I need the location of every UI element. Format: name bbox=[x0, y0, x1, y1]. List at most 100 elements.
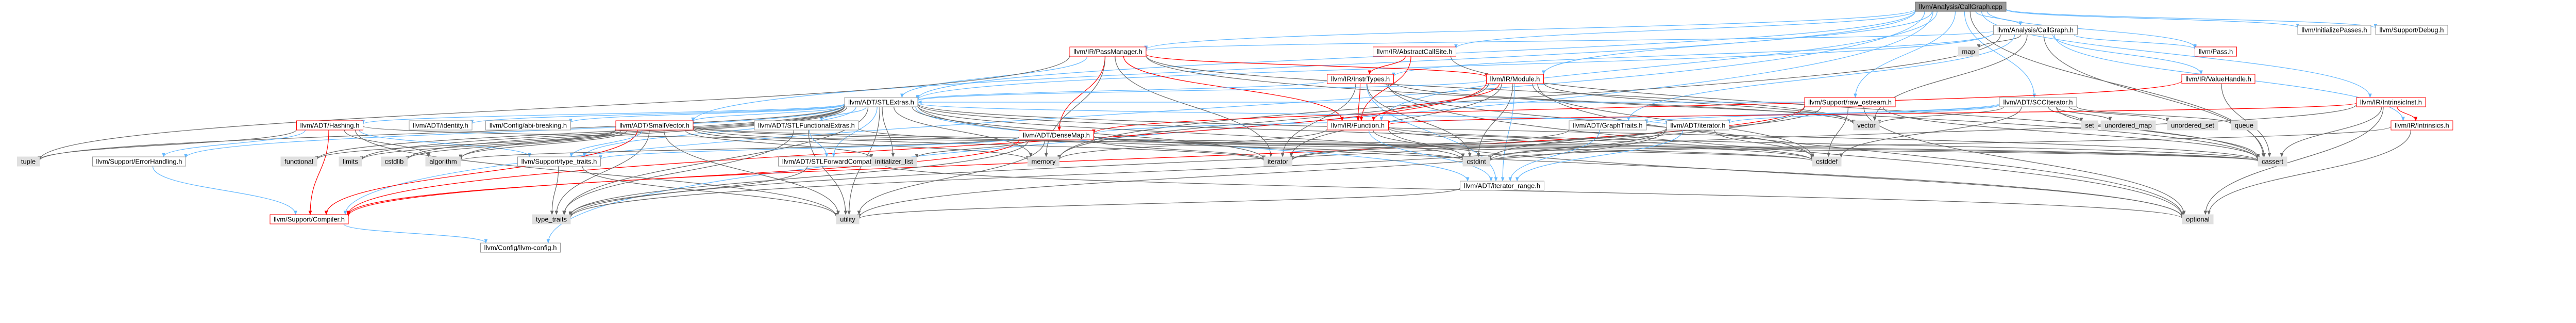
edge-module-to-optional bbox=[1537, 83, 2184, 217]
node-init-passes[interactable]: llvm/InitializePasses.h bbox=[2297, 25, 2371, 35]
node-pass-h[interactable]: llvm/Pass.h bbox=[2195, 46, 2237, 57]
node-label: llvm/ADT/identity.h bbox=[413, 122, 468, 130]
node-algorithm: algorithm bbox=[425, 156, 461, 167]
node-cstdint: cstdint bbox=[1462, 156, 1490, 167]
node-dense-map[interactable]: llvm/ADT/DenseMap.h bbox=[1019, 130, 1094, 140]
node-box bbox=[2181, 74, 2255, 84]
node-box bbox=[280, 156, 317, 167]
node-instr-types[interactable]: llvm/IR/InstrTypes.h bbox=[1327, 74, 1394, 84]
node-adt-iterator[interactable]: llvm/ADT/iterator.h bbox=[1666, 120, 1729, 131]
node-label: llvm/ADT/SmallVector.h bbox=[619, 122, 689, 130]
edge-stl_extras-to-cassert bbox=[917, 103, 2260, 162]
edge-stl_extras-to-cfg_breaking bbox=[569, 104, 845, 123]
edge-small_vector-to-algorithm bbox=[459, 130, 628, 159]
edge-stl_extras-to-limits bbox=[360, 106, 845, 161]
edge-root-to-pass_h bbox=[1986, 11, 2197, 49]
node-box bbox=[836, 214, 860, 224]
edge-hashing-to-compiler bbox=[308, 130, 329, 215]
node-box bbox=[1019, 130, 1094, 140]
node-box bbox=[1486, 74, 1544, 84]
node-label: llvm/IR/Module.h bbox=[1490, 75, 1540, 83]
node-box bbox=[1373, 46, 1456, 57]
edge-dense_map-to-iterator bbox=[1093, 139, 1266, 160]
node-intrinsics[interactable]: llvm/IR/Intrinsics.h bbox=[2390, 120, 2453, 131]
node-label: llvm/InitializePasses.h bbox=[2301, 26, 2367, 34]
edge-type_traits_h-to-utility bbox=[582, 166, 838, 218]
node-box bbox=[2390, 120, 2453, 131]
node-hashing[interactable]: llvm/ADT/Hashing.h bbox=[296, 120, 363, 131]
node-iter-range[interactable]: llvm/ADT/iterator_range.h bbox=[1460, 181, 1544, 191]
edge-adt_iterator-to-iter_range bbox=[1515, 130, 1683, 182]
node-label: llvm/IR/Function.h bbox=[1331, 122, 1385, 130]
node-stl-forward[interactable]: llvm/ADT/STLForwardCompat.h bbox=[778, 156, 881, 167]
node-graph-traits[interactable]: llvm/ADT/GraphTraits.h bbox=[1569, 120, 1647, 131]
node-value-handle[interactable]: llvm/IR/ValueHandle.h bbox=[2181, 74, 2255, 84]
edge-small_vector-to-init_list bbox=[685, 130, 873, 159]
node-raw-ostream[interactable]: llvm/Support/raw_ostream.h bbox=[1804, 97, 1896, 107]
node-type-traits-h[interactable]: llvm/Support/type_traits.h bbox=[517, 156, 601, 167]
node-small-vector[interactable]: llvm/ADT/SmallVector.h bbox=[615, 120, 694, 131]
edge-cg_h-to-pass_h bbox=[2074, 34, 2197, 50]
node-identity[interactable]: llvm/ADT/identity.h bbox=[409, 120, 473, 131]
node-box bbox=[2297, 25, 2371, 35]
edge-stl_extras-to-algorithm bbox=[459, 106, 848, 160]
node-stl-functional[interactable]: llvm/ADT/STLFunctionalExtras.h bbox=[754, 120, 859, 131]
node-box bbox=[1028, 156, 1059, 167]
node-cfg-breaking[interactable]: llvm/Config/abi-breaking.h bbox=[485, 120, 571, 131]
node-llvm-config[interactable]: llvm/Config/llvm-config.h bbox=[480, 243, 561, 253]
node-box bbox=[1666, 120, 1729, 131]
edge-intrinsics-to-optional bbox=[2207, 130, 2412, 215]
node-stl-extras[interactable]: llvm/ADT/STLExtras.h bbox=[844, 97, 918, 107]
node-label: llvm/ADT/iterator_range.h bbox=[1464, 182, 1540, 190]
node-label: algorithm bbox=[429, 158, 457, 166]
node-function[interactable]: llvm/IR/Function.h bbox=[1327, 120, 1389, 131]
edge-cg_h-to-value_handle bbox=[2052, 34, 2203, 75]
node-label: cassert bbox=[2262, 158, 2283, 166]
edge-layer bbox=[38, 8, 2418, 244]
node-label: llvm/IR/IntrinsicInst.h bbox=[2360, 99, 2422, 106]
node-box bbox=[296, 120, 363, 131]
node-cg-h[interactable]: llvm/Analysis/CallGraph.h bbox=[1993, 25, 2078, 35]
edge-pm-to-cassert bbox=[1146, 55, 2260, 161]
edge-instr_types-to-optional bbox=[1388, 83, 2184, 217]
node-box bbox=[2231, 120, 2258, 131]
node-label: map bbox=[1962, 48, 1975, 56]
node-pm[interactable]: llvm/IR/PassManager.h bbox=[1069, 46, 1147, 57]
node-debug[interactable]: llvm/Support/Debug.h bbox=[2375, 25, 2448, 35]
node-label: llvm/Support/raw_ostream.h bbox=[1808, 99, 1892, 106]
node-box bbox=[532, 214, 571, 224]
node-label: unordered_set bbox=[2171, 122, 2214, 130]
edge-small_vector-to-memory bbox=[693, 128, 1030, 161]
node-label: cstddef bbox=[1816, 158, 1838, 166]
edge-stl_extras-to-adt_iterator bbox=[917, 103, 1669, 125]
edge-small_vector-to-compiler bbox=[324, 130, 638, 215]
node-error-handling[interactable]: llvm/Support/ErrorHandling.h bbox=[92, 156, 186, 167]
edge-stl_extras-to-functional bbox=[315, 106, 845, 160]
edge-dense_map-to-compiler bbox=[346, 139, 1020, 216]
node-label: llvm/IR/PassManager.h bbox=[1073, 48, 1142, 56]
edge-type_traits_h-to-type_traits bbox=[550, 166, 559, 215]
node-intrinsic-inst[interactable]: llvm/IR/IntrinsicInst.h bbox=[2356, 97, 2426, 107]
node-abstract-cs[interactable]: llvm/IR/AbstractCallSite.h bbox=[1373, 46, 1456, 57]
edge-stl_forward-to-type_traits bbox=[568, 166, 808, 216]
edge-root-to-compiler bbox=[343, 11, 1925, 215]
node-box bbox=[1069, 46, 1147, 57]
node-root[interactable]: llvm/Analysis/CallGraph.cpp bbox=[1915, 2, 2007, 12]
node-box bbox=[1462, 156, 1490, 167]
edge-function-to-cassert bbox=[1388, 126, 2260, 162]
node-compiler[interactable]: llvm/Support/Compiler.h bbox=[270, 214, 349, 224]
edge-hashing-to-error_handling bbox=[162, 130, 306, 157]
node-label: llvm/IR/ValueHandle.h bbox=[2185, 75, 2251, 83]
edge-intrinsic_inst-to-cassert bbox=[2280, 106, 2382, 157]
edge-adt_iterator-to-cstddef bbox=[1714, 130, 1814, 158]
node-scc-iter[interactable]: llvm/ADT/SCCIterator.h bbox=[1999, 97, 2077, 107]
node-box bbox=[1327, 120, 1389, 131]
node-init-list: initializer_list bbox=[871, 156, 917, 167]
node-iterator: iterator bbox=[1264, 156, 1292, 167]
edge-cg_h-to-map bbox=[1977, 34, 2022, 49]
edge-stl_extras-to-small_vector bbox=[691, 105, 845, 122]
node-module[interactable]: llvm/IR/Module.h bbox=[1486, 74, 1544, 84]
edge-small_vector-to-cstddef bbox=[693, 126, 1814, 162]
node-label: llvm/IR/Intrinsics.h bbox=[2395, 122, 2449, 130]
node-label: initializer_list bbox=[875, 158, 913, 166]
